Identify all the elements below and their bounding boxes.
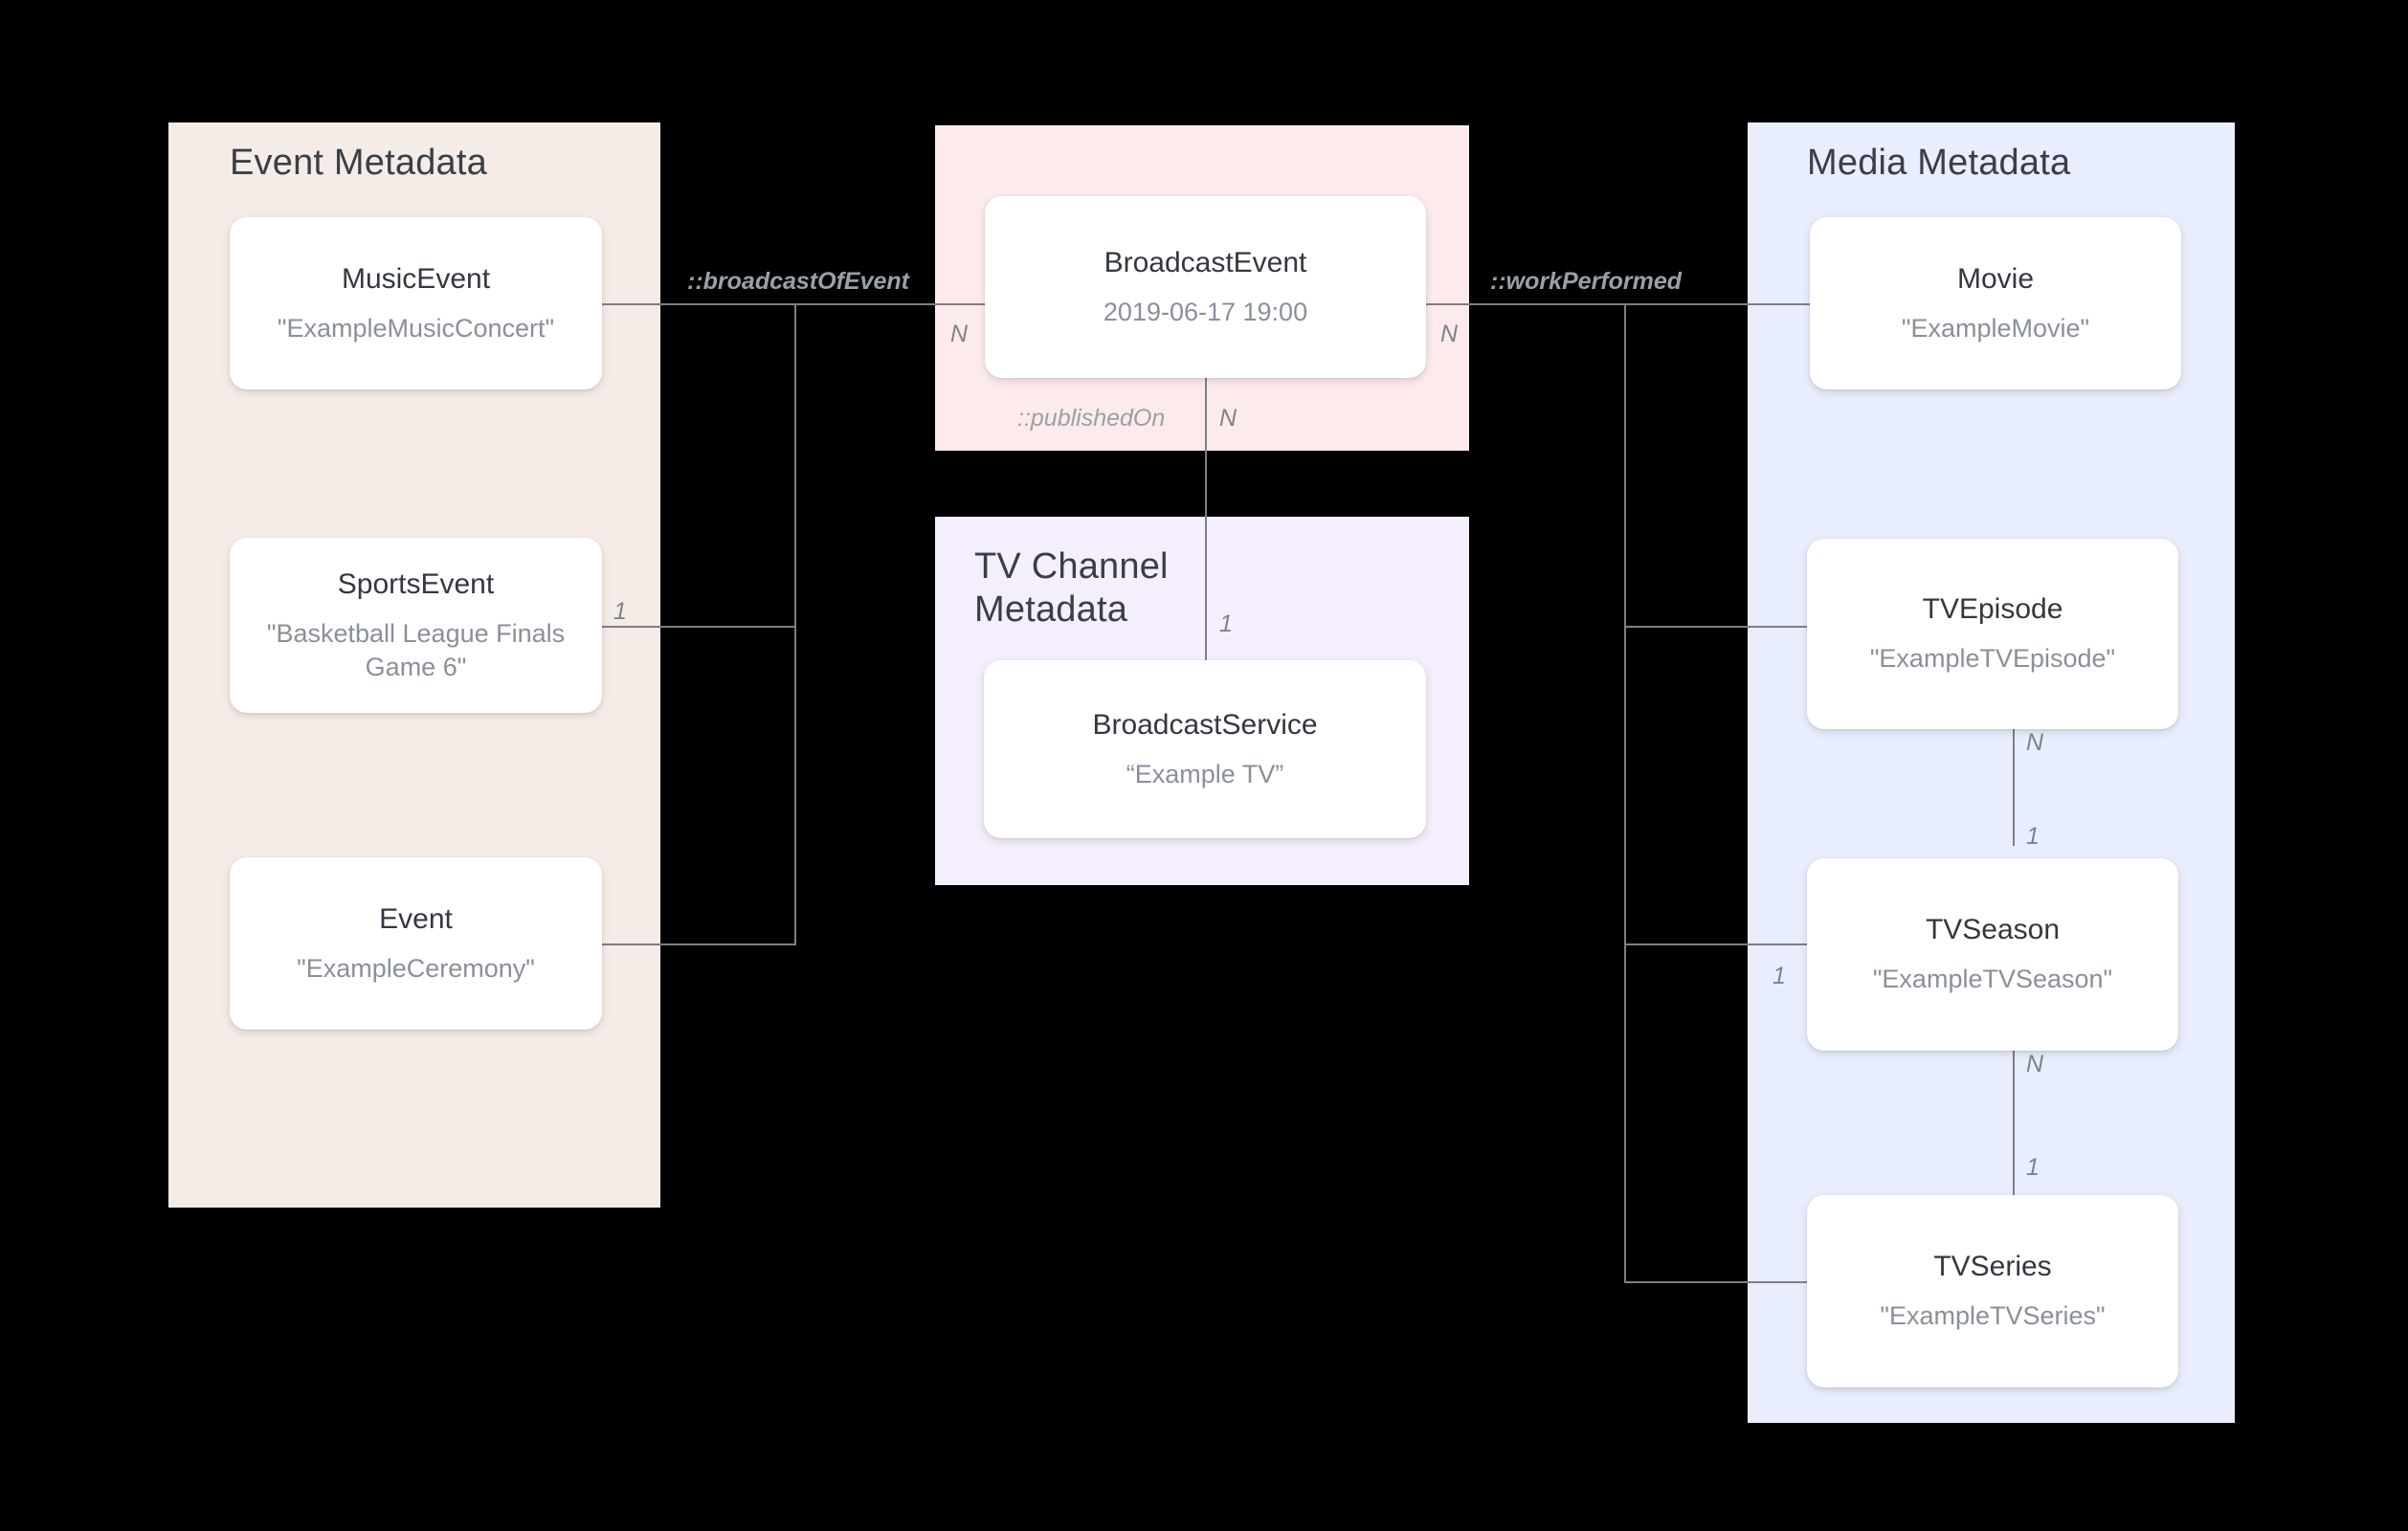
node-broadcast-event-value: 2019-06-17 19:00 <box>1103 297 1308 326</box>
node-music-event-value: "ExampleMusicConcert" <box>277 313 555 343</box>
edge-sports-event-to-bus <box>601 626 796 628</box>
edge-broadcast-event-to-broadcast-service <box>1205 378 1207 660</box>
node-event-type: Event <box>379 902 453 935</box>
relation-label-published-on: ::publishedOn <box>1017 405 1166 432</box>
edge-tv-season-to-tv-series <box>2013 1051 2015 1196</box>
group-title-media-metadata: Media Metadata <box>1807 143 2071 183</box>
node-event[interactable]: Event "ExampleCeremony" <box>230 857 602 1030</box>
node-tv-episode-type: TVEpisode <box>1922 593 2063 626</box>
node-tv-season-type: TVSeason <box>1925 914 2061 946</box>
relation-label-work-performed: ::workPerformed <box>1490 268 1683 295</box>
node-event-value: "ExampleCeremony" <box>297 953 535 983</box>
node-movie-value: "ExampleMovie" <box>1901 313 2090 343</box>
cardinality-tv-season-down: N <box>2026 1051 2044 1077</box>
cardinality-tv-episode-down: N <box>2026 729 2044 756</box>
node-music-event[interactable]: MusicEvent "ExampleMusicConcert" <box>230 217 602 389</box>
node-broadcast-service-type: BroadcastService <box>1092 708 1318 741</box>
node-sports-event-type: SportsEvent <box>337 567 495 600</box>
edge-bus-to-broadcast-event <box>794 303 986 305</box>
node-tv-series-type: TVSeries <box>1933 1251 2052 1283</box>
node-movie-type: Movie <box>1956 262 2035 295</box>
edge-music-event-to-bus <box>601 303 796 305</box>
edge-media-bus-to-tv-season <box>1624 943 1810 945</box>
cardinality-broadcast-event-right: N <box>1440 321 1459 347</box>
cardinality-tv-season-left: 1 <box>1773 963 1786 989</box>
node-tv-series-value: "ExampleTVSeries" <box>1880 1301 2106 1331</box>
node-tv-series[interactable]: TVSeries "ExampleTVSeries" <box>1807 1195 2178 1387</box>
edge-event-bus-vertical <box>794 304 796 945</box>
node-broadcast-service-value: “Example TV” <box>1126 759 1284 788</box>
node-music-event-type: MusicEvent <box>341 262 491 295</box>
cardinality-broadcast-event-down: N <box>1219 405 1237 432</box>
cardinality-broadcast-service-up: 1 <box>1219 610 1233 637</box>
cardinality-tv-season-up: 1 <box>2026 823 2040 850</box>
cardinality-sports-event-right: 1 <box>613 598 627 625</box>
node-broadcast-service[interactable]: BroadcastService “Example TV” <box>984 660 1426 838</box>
node-sports-event[interactable]: SportsEvent "Basketball League Finals Ga… <box>230 538 602 713</box>
edge-media-bus-to-tv-series <box>1624 1281 1810 1283</box>
edge-media-bus-to-movie <box>1624 303 1810 305</box>
cardinality-broadcast-event-left: N <box>950 321 969 347</box>
node-tv-episode[interactable]: TVEpisode "ExampleTVEpisode" <box>1807 539 2178 729</box>
node-tv-season-value: "ExampleTVSeason" <box>1872 965 2113 994</box>
edge-media-bus-to-tv-episode <box>1624 626 1810 628</box>
node-sports-event-value: "Basketball League Finals Game 6" <box>266 618 566 681</box>
group-title-event-metadata: Event Metadata <box>230 143 487 183</box>
edge-broadcast-event-to-media-bus <box>1425 303 1626 305</box>
node-tv-season[interactable]: TVSeason "ExampleTVSeason" <box>1807 858 2178 1051</box>
relation-label-broadcast-of-event: ::broadcastOfEvent <box>687 268 909 295</box>
cardinality-tv-series-up: 1 <box>2026 1154 2040 1181</box>
node-broadcast-event[interactable]: BroadcastEvent 2019-06-17 19:00 <box>985 196 1426 378</box>
edge-event-to-bus <box>601 943 796 945</box>
edge-media-bus-vertical <box>1624 304 1626 1282</box>
node-broadcast-event-type: BroadcastEvent <box>1104 246 1307 278</box>
node-movie[interactable]: Movie "ExampleMovie" <box>1810 217 2181 389</box>
edge-tv-episode-to-tv-season <box>2013 729 2015 846</box>
group-title-tv-channel-metadata: TV Channel Metadata <box>974 546 1169 630</box>
node-tv-episode-value: "ExampleTVEpisode" <box>1869 644 2116 674</box>
